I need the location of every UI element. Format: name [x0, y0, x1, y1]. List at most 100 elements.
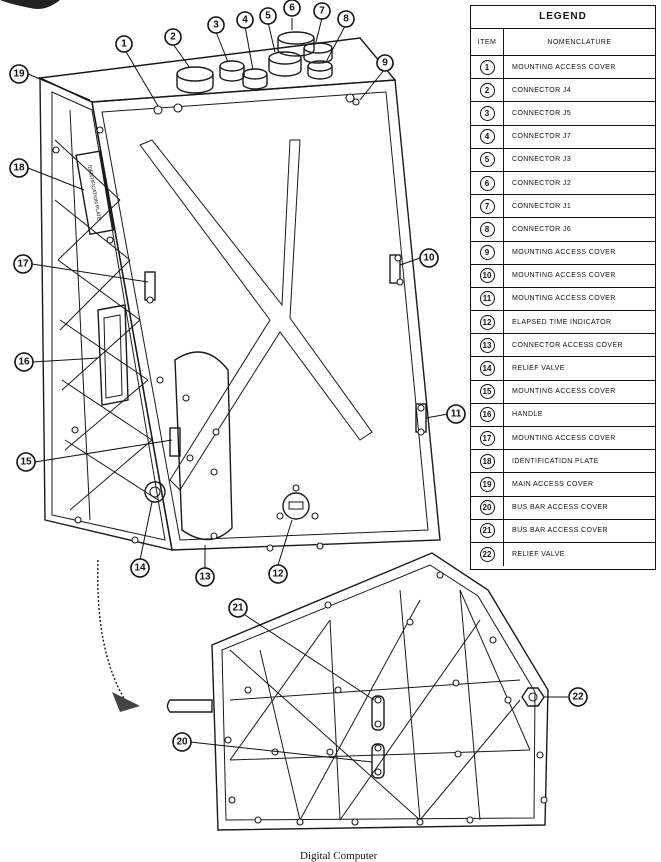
handle: [97, 304, 129, 406]
svg-text:9: 9: [382, 58, 388, 69]
callout-6: 6: [283, 0, 301, 17]
svg-text:14: 14: [134, 563, 146, 574]
legend-item-name: Mounting Access Cover: [512, 295, 616, 303]
callout-19: 19: [9, 64, 29, 84]
mounting-cover-17: [144, 271, 156, 301]
legend-item-cell: 3: [471, 102, 504, 125]
bus-bar-cover-21: [371, 695, 385, 731]
legend-row: 7Connector J1: [471, 195, 655, 219]
legend-item-name: Connector J1: [512, 202, 572, 210]
legend-item-cell: 18: [471, 450, 504, 473]
legend-rows: 1Mounting Access Cover2Connector J43Conn…: [471, 56, 655, 567]
legend-item-name: Connector J7: [512, 133, 572, 141]
legend-item-number: 5: [479, 152, 495, 168]
legend-item-name: Handle: [512, 411, 543, 419]
legend-item-cell: 8: [471, 218, 504, 241]
legend-item-number: 22: [479, 547, 495, 563]
legend-item-name: Relief Valve: [512, 551, 565, 559]
callout-22: 22: [568, 687, 588, 707]
legend-item-number: 17: [479, 430, 495, 446]
legend-row: 14 Relief Valve: [471, 357, 655, 381]
legend-item-number: 3: [479, 105, 495, 121]
legend-row: 1 Mounting Access Cover: [471, 56, 655, 80]
rotation-arrow: [97, 559, 140, 712]
callout-10: 10: [419, 248, 439, 268]
svg-text:4: 4: [242, 15, 248, 26]
connectors: [176, 31, 333, 94]
legend-item-name: Connector J5: [512, 109, 572, 117]
legend-row: 8 Connector J6: [471, 218, 655, 242]
legend-item-number: 14: [479, 361, 495, 377]
legend-title: LEGEND: [471, 6, 655, 29]
legend-item-name: Bus Bar Access Cover: [512, 504, 608, 512]
legend-row: 22 Relief Valve: [471, 542, 655, 567]
legend-item-cell: 13: [471, 334, 504, 357]
legend-item-cell: 9: [471, 241, 504, 264]
legend-item-number: 9: [479, 245, 495, 261]
legend-item-name: Mounting Access Cover: [512, 272, 616, 280]
legend-row: 3 Connector J5: [471, 102, 655, 126]
upper-unit-drawing: IDENTIFICATION PLATE: [37, 31, 441, 552]
callout-14: 14: [130, 558, 150, 578]
legend-row: 11Mounting Access Cover: [471, 287, 655, 312]
legend-item-cell: 15: [471, 380, 504, 403]
legend-item-name: Bus Bar Access Cover: [512, 527, 608, 535]
legend-item-number: 10: [479, 268, 495, 284]
legend-item-number: 15: [479, 384, 495, 400]
legend-col-nomenclature: NOMENCLATURE: [547, 38, 612, 46]
legend-item-number: 6: [479, 175, 495, 191]
legend-item-cell: 4: [471, 125, 504, 148]
legend-item-name: Connector J6: [512, 225, 572, 233]
legend-item-number: 21: [479, 523, 495, 539]
legend-item-cell: 19: [471, 473, 504, 496]
legend-item-cell: 2: [471, 79, 504, 102]
legend-item-name: Mounting Access Cover: [512, 63, 616, 71]
page-corner-fragment: [0, 0, 60, 9]
legend-row: 15 Mounting Access Cover: [471, 380, 655, 404]
callout-12: 12: [268, 564, 288, 584]
svg-text:21: 21: [232, 603, 244, 614]
svg-text:20: 20: [176, 737, 188, 748]
relief-valve-22: [521, 687, 545, 707]
svg-text:5: 5: [265, 11, 271, 22]
legend-row: 13Connector Access Cover: [471, 334, 655, 358]
legend-item-number: 19: [479, 476, 495, 492]
svg-text:3: 3: [213, 20, 219, 31]
callout-2: 2: [164, 28, 182, 46]
legend-header-row: ITEM NOMENCLATURE: [471, 29, 655, 56]
legend-item-cell: 22: [471, 542, 504, 567]
legend-item-name: Main Access Cover: [512, 480, 594, 488]
legend-item-number: 4: [479, 129, 495, 145]
legend-item-number: 16: [479, 407, 495, 423]
svg-text:1: 1: [121, 39, 127, 50]
legend-row: 18Identification Plate: [471, 450, 655, 474]
legend-item-cell: 17: [471, 427, 504, 450]
legend-item-name: Mounting Access Cover: [512, 388, 616, 396]
legend-item-name: Relief Valve: [512, 365, 565, 373]
svg-text:IDENTIFICATION PLATE: IDENTIFICATION PLATE: [86, 165, 102, 222]
callout-9: 9: [376, 54, 394, 72]
callout-21: 21: [228, 598, 248, 618]
legend-row: 21 Bus Bar Access Cover: [471, 519, 655, 543]
callout-7: 7: [313, 2, 331, 20]
legend-row: 19 Main Access Cover: [471, 473, 655, 497]
legend-item-cell: 5: [471, 148, 504, 171]
connector-access-cover: [174, 351, 233, 541]
legend-item-name: Mounting Access Cover: [512, 434, 616, 442]
legend-item-cell: 14: [471, 357, 504, 380]
legend-row: 17 Mounting Access Cover: [471, 427, 655, 451]
relief-valve: [144, 481, 166, 503]
callout-13: 13: [195, 567, 215, 587]
legend-row: 6Connector J2: [471, 171, 655, 196]
legend-row: 10 Mounting Access Cover: [471, 264, 655, 288]
svg-text:18: 18: [13, 163, 25, 174]
mounting-cover-15: [169, 427, 181, 457]
svg-text:13: 13: [199, 572, 211, 583]
legend-item-number: 1: [479, 59, 495, 75]
svg-text:10: 10: [423, 253, 435, 264]
legend-item-cell: 21: [471, 519, 504, 542]
callout-11: 11: [446, 404, 466, 424]
callout-8: 8: [337, 10, 355, 28]
mounting-cover-10: [389, 254, 401, 284]
legend-row: 20Bus Bar Access Cover: [471, 496, 655, 520]
